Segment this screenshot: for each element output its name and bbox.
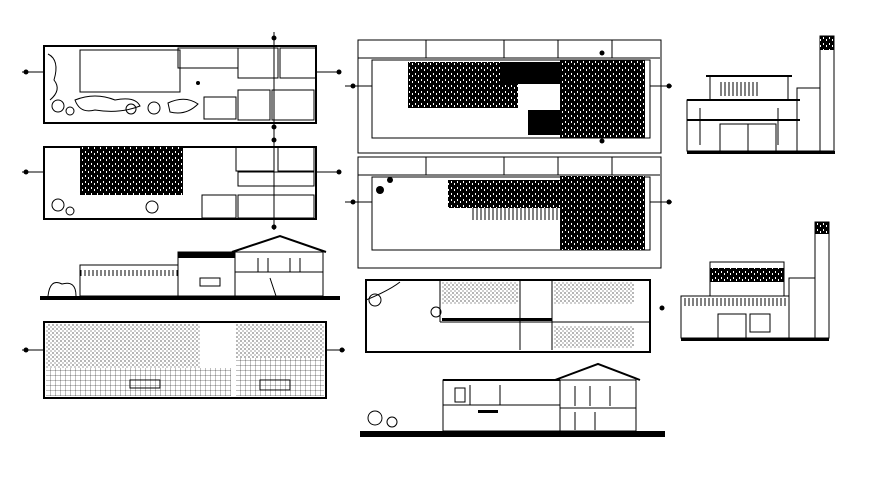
roof-plan-upper bbox=[345, 39, 672, 154]
longitudinal-section-bottom bbox=[360, 362, 665, 437]
furnished-floor-plan bbox=[365, 279, 665, 353]
roof-plan-lower bbox=[345, 156, 672, 269]
first-floor-plan bbox=[22, 136, 342, 230]
ground-floor-plan bbox=[22, 32, 342, 140]
front-elevation-upper bbox=[686, 35, 835, 154]
landscape-paving-plan bbox=[22, 321, 345, 399]
front-elevation-lower bbox=[680, 221, 830, 341]
longitudinal-section-left bbox=[40, 234, 340, 300]
